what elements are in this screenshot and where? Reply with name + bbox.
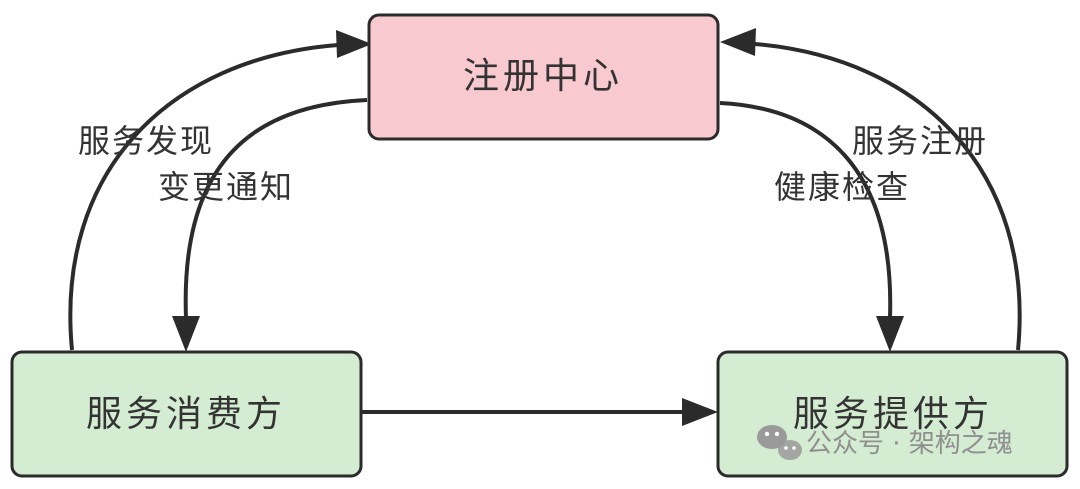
edge-change-notify — [183, 98, 368, 319]
node-consumer-box — [10, 350, 363, 478]
arrow-head-invoke — [682, 398, 718, 426]
label-discovery: 服务发现 — [78, 122, 214, 160]
arrow-head-discovery — [336, 30, 372, 58]
node-registry-label: 注册中心 — [463, 56, 623, 97]
label-register: 服务注册 — [852, 122, 988, 160]
label-health-check: 健康检查 — [774, 168, 910, 206]
node-registry: 注册中心 — [367, 13, 720, 141]
watermark-text: 公众号 · 架构之魂 — [806, 429, 1013, 459]
watermark: 公众号 · 架构之魂 — [757, 425, 1013, 460]
arrow-head-change-notify — [172, 316, 200, 352]
node-provider: 服务提供方 — [716, 350, 1069, 478]
arrow-head-register — [720, 28, 756, 56]
edge-health-check — [719, 101, 893, 319]
node-consumer-label: 服务消费方 — [86, 394, 286, 435]
node-registry-box — [367, 13, 720, 141]
arrow-head-health-check — [876, 316, 904, 352]
label-change-notify: 变更通知 — [158, 168, 294, 206]
edge-register — [754, 42, 1022, 351]
node-provider-box — [716, 350, 1069, 478]
node-consumer: 服务消费方 — [10, 350, 363, 478]
wechat-icon — [757, 425, 802, 460]
node-provider-label: 服务提供方 — [793, 394, 993, 435]
edge-discovery — [68, 43, 339, 351]
